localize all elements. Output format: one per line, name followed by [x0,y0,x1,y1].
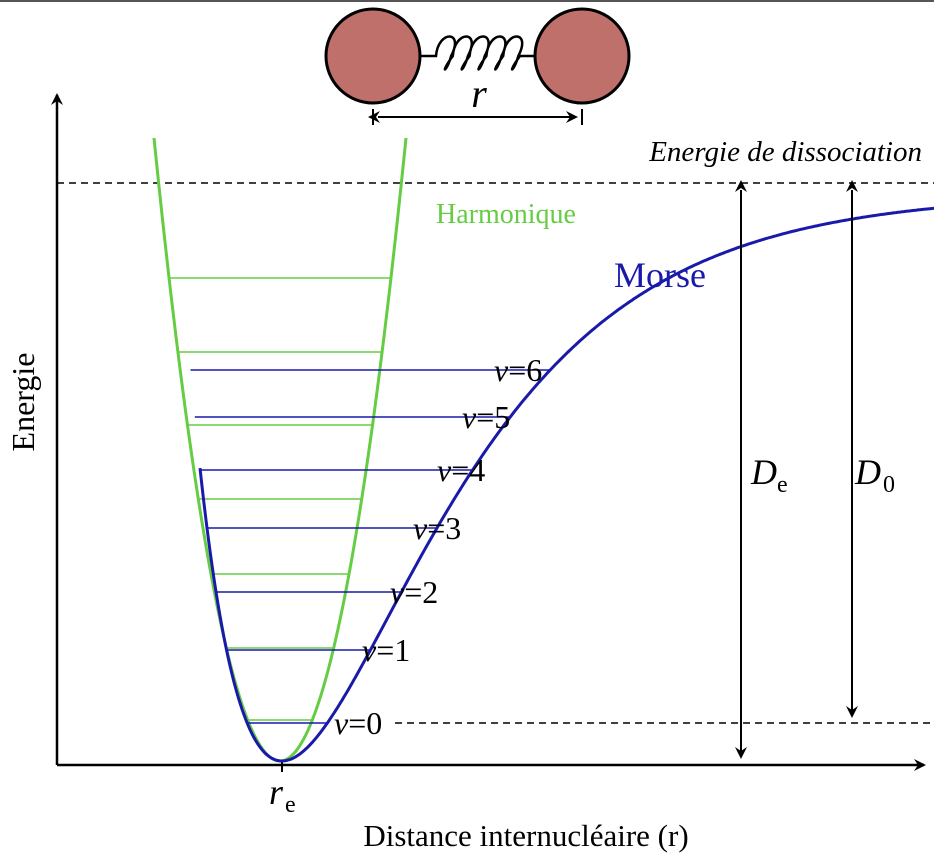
level-v-symbol: v [334,705,349,741]
vibrational-level-label: v=3 [413,510,461,546]
vibrational-level-label: v=4 [437,452,485,488]
De-sub: e [777,472,788,498]
morse-levels [190,369,551,724]
level-equals: = [427,510,445,546]
De-main: D [750,452,777,492]
level-v-symbol: v [413,510,428,546]
harmonic-levels [169,277,391,721]
level-equals: = [476,399,494,435]
D0-label: D 0 [854,452,895,498]
morse-curve [198,206,934,763]
equilibrium-distance-label: r e [269,772,296,818]
level-number: 6 [526,352,542,388]
level-v-symbol: v [362,632,377,668]
level-v-symbol: v [437,452,452,488]
atom-right [533,7,631,105]
level-number: 5 [494,399,510,435]
level-number: 2 [422,574,438,610]
level-number: 1 [394,632,410,668]
level-number: 4 [469,452,485,488]
level-equals: = [404,574,422,610]
spring-icon [420,35,535,71]
x-axis-label: Distance internucléaire (r) [363,818,688,853]
D0-sub: 0 [883,472,895,498]
vibrational-level-label: v=0 [334,705,382,741]
level-v-symbol: v [494,352,509,388]
level-number: 0 [366,705,382,741]
level-number: 3 [445,510,461,546]
morse-label: Morse [614,255,706,295]
diatomic-molecule: r [324,7,631,125]
y-axis-label: Energie [5,353,41,452]
vibrational-level-label: v=5 [462,399,510,435]
level-equals: = [508,352,526,388]
level-v-symbol: v [390,574,405,610]
re-sub: e [285,792,296,818]
dissociation-label: Energie de dissociation [648,136,922,168]
vibrational-level-labels: v=0v=1v=2v=3v=4v=5v=6 [334,352,542,741]
vibrational-level-label: v=2 [390,574,438,610]
De-label: D e [750,452,788,498]
vibrational-level-label: v=1 [362,632,410,668]
D0-main: D [854,452,881,492]
bond-length-label: r [471,71,487,116]
atom-left [324,7,422,105]
re-main: r [269,772,284,812]
vibrational-level-label: v=6 [494,352,542,388]
level-v-symbol: v [462,399,477,435]
harmonic-label: Harmonique [436,199,576,230]
level-equals: = [376,632,394,668]
morse-potential [190,206,934,763]
level-equals: = [348,705,366,741]
level-equals: = [451,452,469,488]
